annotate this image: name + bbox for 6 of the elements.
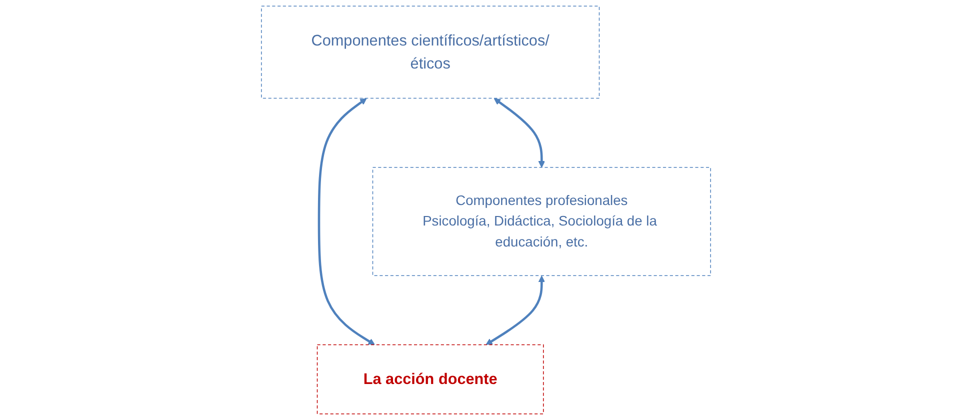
node-box: Componentes científicos/artísticos/éticos (261, 6, 600, 99)
node-box: Componentes profesionales Psicología, Didáctica, Sociología de la educación, etc. (372, 167, 711, 276)
node-box: La acción docente (316, 344, 544, 414)
arrow (318, 98, 375, 346)
arrow (486, 276, 546, 346)
arrow (494, 98, 546, 168)
